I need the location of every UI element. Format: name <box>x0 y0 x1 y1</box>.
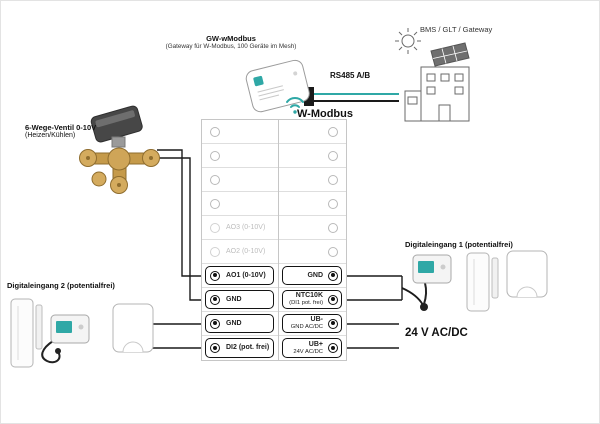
terminal-empty <box>279 144 346 168</box>
terminal-label: AO3 (0-10V) <box>226 223 266 231</box>
terminal-contact-icon <box>328 126 338 137</box>
terminal-contact-icon <box>328 294 338 305</box>
terminal-empty <box>279 120 346 144</box>
terminal-label: GND <box>226 319 242 327</box>
terminal-ntc10k: NTC10K(DI1 pot. frei) <box>279 288 346 312</box>
terminal-empty <box>202 168 278 192</box>
terminal-label: AO1 (0-10V) <box>226 271 266 279</box>
terminal-contact-icon <box>210 222 220 233</box>
terminal-contact-icon <box>328 150 338 161</box>
terminal-empty <box>279 216 346 240</box>
terminal-ub-: UB-GND AC/DC <box>279 312 346 336</box>
terminal-empty <box>202 192 278 216</box>
terminal-gnd: GND <box>202 312 278 336</box>
terminal-contact-icon <box>328 343 338 353</box>
terminal-ub+: UB+24V AC/DC <box>279 336 346 360</box>
wmodbus-label: W-Modbus <box>297 108 353 120</box>
valve-illustration <box>79 105 160 194</box>
terminal-label: GND <box>226 295 242 303</box>
terminal-gnd: GND <box>279 264 346 288</box>
terminal-strip-right: GND NTC10K(DI1 pot. frei) UB-GND AC/DC UB+2… <box>278 119 347 361</box>
terminal-label: UB+24V AC/DC <box>293 340 323 355</box>
sun-icon <box>395 28 421 54</box>
terminal-contact-icon <box>328 318 338 329</box>
building-illustration <box>395 28 470 122</box>
terminal-label: DI2 (pot. frei) <box>226 344 270 352</box>
terminal-contact-icon <box>210 294 220 305</box>
terminal-contact-icon <box>210 126 220 137</box>
wires <box>149 149 424 349</box>
bms-label: BMS / GLT / Gateway <box>420 25 493 34</box>
digital-input-1-label: Digitaleingang 1 (potentialfrei) <box>405 240 513 249</box>
terminal-label: GND <box>307 271 323 279</box>
door-contact-illustration-right <box>466 252 499 312</box>
terminal-label: AO2 (0-10V) <box>226 247 266 255</box>
terminal-contact-icon <box>210 343 220 353</box>
solar-panel-icon <box>430 42 470 67</box>
valve-title: 6-Wege-Ventil 0-10V <box>25 123 97 132</box>
terminal-contact-icon <box>210 246 220 257</box>
wire-gnd-to-valve <box>157 157 207 301</box>
terminal-ao3: AO3 (0-10V) <box>202 216 278 240</box>
terminal-empty <box>279 192 346 216</box>
rs485-label: RS485 A/B <box>330 71 371 80</box>
wire-di1-cable <box>401 287 424 306</box>
terminal-ao2: AO2 (0-10V) <box>202 240 278 264</box>
terminal-empty <box>279 240 346 264</box>
terminal-di2: DI2 (pot. frei) <box>202 336 278 360</box>
terminal-contact-icon <box>328 270 338 281</box>
cable-sensor-illustration-right <box>412 254 452 311</box>
terminal-ao1: AO1 (0-10V) <box>202 264 278 288</box>
cable-sensor-illustration-left <box>41 314 90 364</box>
terminal-empty <box>202 120 278 144</box>
terminal-contact-icon <box>210 150 220 161</box>
rs485-bus <box>304 87 399 106</box>
thermostat-illustration-right <box>506 250 548 298</box>
terminal-contact-icon <box>210 198 220 209</box>
terminal-empty <box>279 168 346 192</box>
terminal-strip-left: AO3 (0-10V) AO2 (0-10V) AO1 (0-10V) GND GND D… <box>201 119 279 361</box>
terminal-contact-icon <box>328 246 338 257</box>
valve-subtitle: (Heizen/Kühlen) <box>25 132 76 139</box>
power-label: 24 V AC/DC <box>405 327 468 339</box>
terminal-contact-icon <box>210 270 220 281</box>
terminal-gnd: GND <box>202 288 278 312</box>
gateway-device-illustration <box>245 59 310 113</box>
terminal-empty <box>202 144 278 168</box>
wifi-icon-gateway <box>286 97 304 114</box>
brand-logo-icon <box>253 75 264 87</box>
terminal-label: UB-GND AC/DC <box>290 316 323 331</box>
terminal-contact-icon <box>328 222 338 233</box>
terminal-contact-icon <box>210 318 220 329</box>
digital-input-2-label: Digitaleingang 2 (potentialfrei) <box>7 281 115 290</box>
terminal-label: NTC10K(DI1 pot. frei) <box>289 292 323 307</box>
gateway-subtitle: (Gateway für W-Modbus, 100 Geräte im Mes… <box>165 43 297 50</box>
terminal-contact-icon <box>328 174 338 185</box>
door-contact-illustration-left <box>10 298 43 368</box>
thermostat-illustration-left <box>112 303 154 353</box>
gateway-title: GW-wModbus <box>206 34 256 43</box>
terminal-contact-icon <box>328 198 338 209</box>
wire-ao1-to-valve <box>157 149 207 277</box>
terminal-contact-icon <box>210 174 220 185</box>
